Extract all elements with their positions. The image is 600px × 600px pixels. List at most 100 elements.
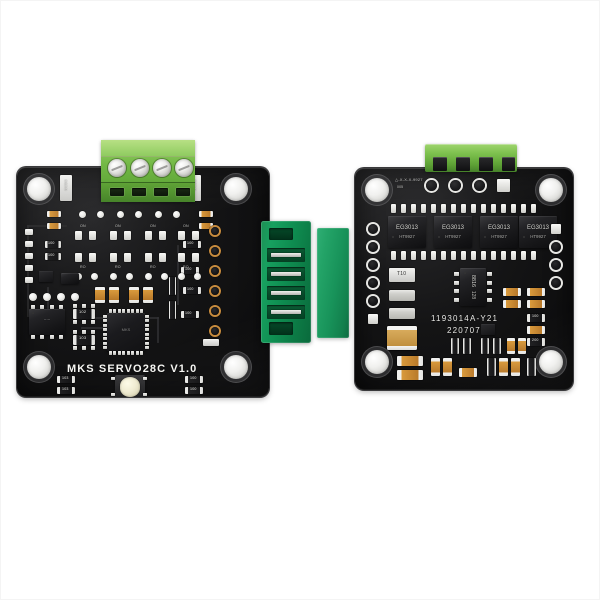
corner-silkscreen-sub: 005: [397, 185, 404, 189]
terminal-wire-opening: [132, 188, 146, 196]
smd-resistor-label: 103: [62, 387, 69, 391]
mounting-hole: [224, 355, 248, 379]
smd-resistor: [45, 241, 61, 248]
pcb-board-front[interactable]: R050 R050 100 100 100 100 100 100: [17, 167, 269, 397]
board-title-silkscreen: MKS SERVO28C V1.0: [67, 363, 198, 375]
resistor-network: [73, 335, 95, 345]
smd-resistor: [503, 288, 521, 296]
smd-resistor-label: 100: [187, 287, 194, 291]
ceramic-capacitor-large: [387, 326, 417, 350]
silk-on-label: ON: [80, 224, 86, 228]
smd-capacitor: [129, 287, 139, 303]
button-pad: [143, 377, 147, 380]
soic-driver-ic: ·····: [29, 309, 65, 335]
smd-resistor: [183, 287, 201, 294]
smd-resistor: [463, 338, 471, 354]
green-terminal-rear[interactable]: [425, 144, 517, 172]
center-ic-pins-right: [487, 272, 492, 302]
sot23-transistor: [39, 271, 53, 282]
mounting-hole: [539, 178, 563, 202]
mounting-hole: [539, 350, 563, 374]
mounting-hole: [27, 177, 51, 201]
corner-silkscreen-mark: △-X-X-X-9927: [395, 177, 423, 182]
smd-capacitor: [47, 211, 61, 217]
resistor-network-label: 102: [79, 309, 87, 314]
smd-diode: [389, 290, 415, 301]
smd-resistor: [45, 253, 61, 260]
smd-resistor-label: 100: [185, 311, 192, 315]
pcb-board-back[interactable]: △-X-X-X-9927 005: [355, 168, 573, 390]
mosfet-driver-submarking: HT9927: [445, 234, 461, 239]
green-screw-terminal-front[interactable]: [101, 140, 195, 202]
connector-contact: [271, 310, 301, 314]
smd-capacitor: [443, 358, 452, 376]
smd-resistor: [527, 314, 545, 322]
smd-capacitor: [507, 338, 515, 354]
mosfet-driver-ic: EG3013 HT9927: [388, 216, 426, 248]
inductor-label: T10: [397, 271, 407, 277]
smd-capacitor: [47, 223, 61, 229]
silk-ro-label: RO: [150, 265, 156, 269]
small-ic: [61, 273, 79, 284]
connector-bottom-notch: [269, 322, 293, 335]
mosfet-driver-marking: EG3013: [441, 225, 465, 231]
smd-resistor: [451, 338, 459, 354]
terminal-screw[interactable]: [131, 159, 149, 177]
qfn-pins-bottom: [109, 351, 143, 355]
green-connector-rear-shell[interactable]: [317, 228, 349, 338]
terminal-screw[interactable]: [175, 159, 193, 177]
button-pad: [111, 377, 115, 380]
smd-capacitor: [397, 370, 423, 380]
smd-resistor-label: 100: [48, 253, 55, 257]
qfn-pins-right: [145, 315, 149, 349]
smd-capacitor: [95, 287, 105, 303]
terminal-top-lip: [101, 140, 195, 158]
center-ic-submarking: 128: [470, 290, 476, 300]
smd-resistor: [57, 387, 75, 394]
mosfet-driver-ic: EG3013 HT9927: [480, 216, 518, 248]
trace-hint: [177, 245, 179, 305]
terminal-rear-tab: [433, 157, 447, 171]
terminal-wire-opening: [154, 188, 168, 196]
green-pluggable-connector[interactable]: [261, 221, 311, 343]
sense-resistor-label: R050: [63, 179, 68, 191]
silk-on-label: ON: [115, 224, 121, 228]
smd-capacitor: [511, 358, 520, 376]
mounting-hole: [365, 178, 389, 202]
reset-button[interactable]: [115, 375, 145, 397]
center-ic: 8816 128: [460, 268, 486, 306]
connector-contact: [271, 291, 301, 295]
silk-ro-label: RO: [115, 265, 121, 269]
center-ic-pins-left: [454, 272, 459, 302]
qfn-pins-top: [109, 309, 143, 313]
smd-resistor: [181, 267, 199, 274]
smd-capacitor: [199, 223, 213, 229]
rn-pads: [73, 304, 95, 308]
smd-resistor: [481, 338, 489, 354]
smd-resistor-label: 100: [187, 241, 194, 245]
mounting-hole: [365, 350, 389, 374]
mosfet-driver-marking: EG3013: [526, 225, 550, 231]
smd-resistor-label: 100: [48, 241, 55, 245]
mosfet-driver-submarking: HT9927: [530, 234, 546, 239]
mosfet-driver-marking: EG3013: [395, 225, 419, 231]
rn-pads: [73, 320, 95, 324]
smd-component: [203, 339, 219, 346]
rn-pads: [73, 346, 95, 350]
resistor-network: [73, 309, 95, 319]
smd-resistor: [503, 300, 521, 308]
soic-pins-bottom: [31, 335, 63, 339]
terminal-screw[interactable]: [108, 159, 126, 177]
smd-resistor: [527, 326, 545, 334]
silk-ro-label: RO: [80, 265, 86, 269]
smd-capacitor: [499, 358, 508, 376]
smd-resistor: [487, 358, 496, 376]
smd-resistor: [169, 277, 176, 295]
smd-capacitor: [199, 211, 213, 217]
smd-resistor-label: 103: [62, 376, 69, 380]
smd-capacitor: [143, 287, 153, 303]
terminal-screw[interactable]: [153, 159, 171, 177]
button-pad: [111, 393, 115, 396]
terminal-wire-opening: [110, 188, 124, 196]
